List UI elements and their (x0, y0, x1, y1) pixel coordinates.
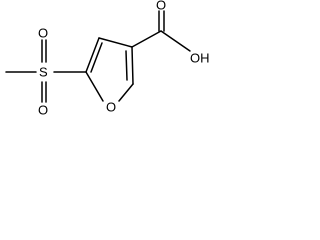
bond-furan-c5-c4 (85, 37, 100, 73)
atom-label-sulfonyl-oxygen-top: O (38, 26, 48, 41)
atom-labels: S O O O O OH (38, 0, 210, 118)
molecule-structure: S O O O O OH (5, 0, 210, 118)
bond-carboxyl-carbon-hydroxyl (160, 30, 191, 52)
bond-furan-c3-c2-inner (125, 50, 128, 81)
bond-furan-c5-c4-inner (90, 42, 103, 73)
atom-label-hydroxyl: OH (190, 51, 210, 66)
atom-label-carbonyl-oxygen: O (156, 0, 166, 13)
bond-furan-c3-carboxyl-carbon (131, 30, 162, 48)
atom-label-sulfonyl-sulfur: S (39, 65, 48, 80)
bond-furan-c3-c2 (131, 46, 134, 85)
atom-label-ring-oxygen: O (106, 100, 116, 115)
bond-furan-c4-c3 (98, 37, 133, 48)
bond-furan-oxygen-c5 (85, 71, 104, 102)
bond-furan-c2-oxygen (118, 83, 134, 102)
atom-label-sulfonyl-oxygen-bottom: O (38, 103, 48, 118)
bond-lines (5, 10, 191, 103)
